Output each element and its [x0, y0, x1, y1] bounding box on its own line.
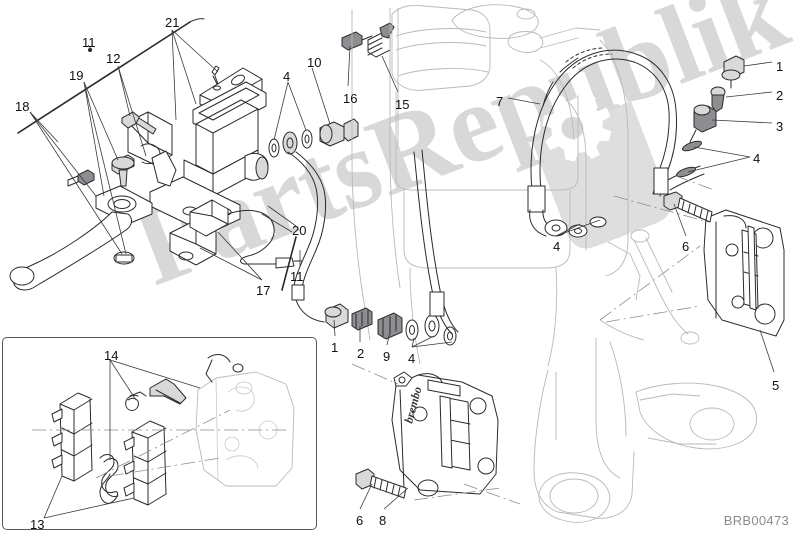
callout-7: 7: [496, 94, 504, 109]
callout-13: 13: [30, 517, 45, 532]
callout-16: 16: [343, 91, 358, 106]
callout-3: 3: [776, 119, 784, 134]
callout-10: 10: [307, 55, 322, 70]
callout-11-mid: 11: [290, 269, 304, 284]
callout-14: 14: [104, 348, 119, 363]
callout-6-right: 6: [682, 239, 690, 254]
callout-5: 5: [772, 378, 780, 393]
part-code-label: BRB00473: [723, 513, 789, 528]
callout-4-top: 4: [283, 69, 291, 84]
callout-17: 17: [256, 283, 271, 298]
callout-4-center: 4: [553, 239, 561, 254]
callout-4-right: 4: [753, 151, 761, 166]
callout-9: 9: [383, 349, 391, 364]
callout-1-right: 1: [776, 59, 784, 74]
callout-20: 20: [292, 223, 307, 238]
callout-19: 19: [69, 68, 84, 83]
callout-15: 15: [395, 97, 410, 112]
callout-6-bottom: 6: [356, 513, 364, 528]
callout-18: 18: [15, 99, 30, 114]
callout-4-bottom: 4: [408, 351, 416, 366]
callout-11-top: 11: [82, 35, 96, 50]
brake-pads-detail-inset: [2, 337, 317, 530]
callout-2-bottom: 2: [357, 346, 365, 361]
callout-1-bottom: 1: [331, 340, 339, 355]
callout-21: 21: [165, 15, 180, 30]
callout-2-right: 2: [776, 88, 784, 103]
callout-12: 12: [106, 51, 121, 66]
callout-8: 8: [379, 513, 387, 528]
